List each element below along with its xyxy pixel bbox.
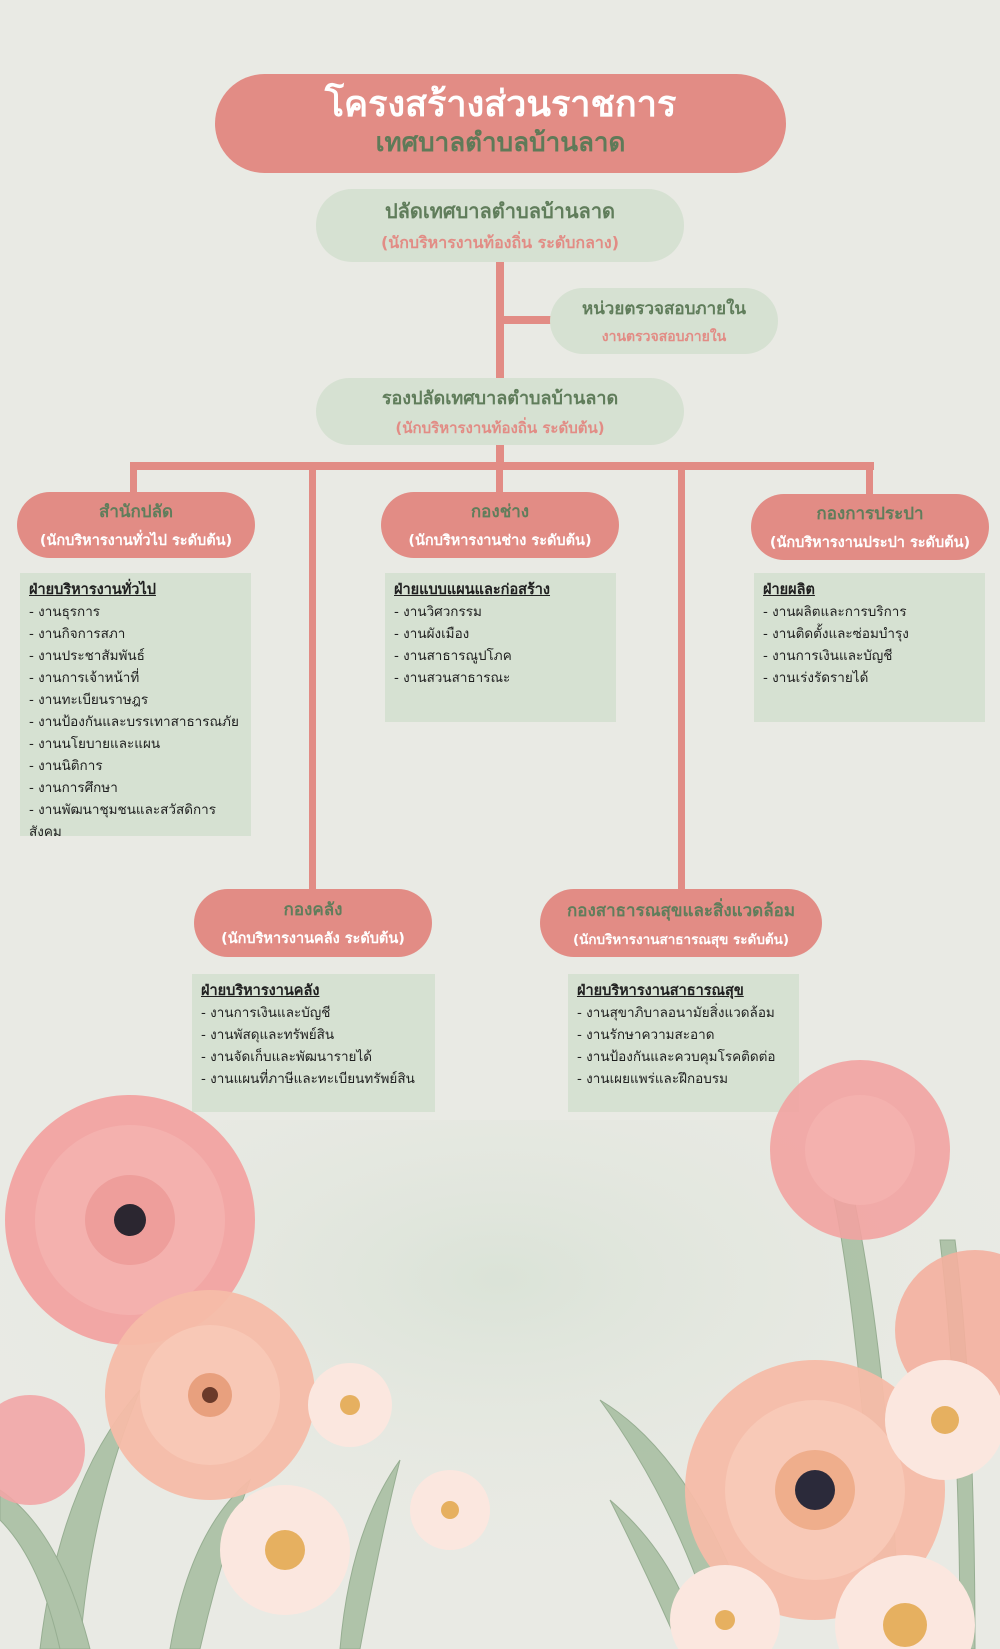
node-engineering: กองช่าง (นักบริหารงานช่าง ระดับต้น) xyxy=(381,492,619,558)
duties-public-health: ฝ่ายบริหารงานสาธารณสุข - งานสุขาภิบาลอนา… xyxy=(568,974,799,1112)
duty-item: - งานสวนสาธารณะ xyxy=(394,670,511,686)
connector-health xyxy=(678,462,685,890)
node-subtitle: (นักบริหารงานท้องถิ่น ระดับต้น) xyxy=(395,419,605,437)
node-title: กองการประปา xyxy=(816,504,924,524)
node-finance: กองคลัง (นักบริหารงานคลัง ระดับต้น) xyxy=(194,889,432,957)
flower-icon xyxy=(885,1360,1000,1480)
section-heading: ฝ่ายบริหารงานคลัง xyxy=(201,983,320,999)
connector-engineering xyxy=(496,462,503,496)
connector-deputy-bus xyxy=(496,444,504,464)
duty-item: - งานวิศวกรรม xyxy=(394,604,482,620)
duty-item: - งานเร่งรัดรายได้ xyxy=(763,670,869,686)
flower-icon xyxy=(685,1360,945,1620)
duty-item: - งานเผยแพร่และฝึกอบรม xyxy=(577,1071,728,1087)
node-title: หน่วยตรวจสอบภายใน xyxy=(581,298,747,319)
duty-item: - งานผังเมือง xyxy=(394,626,470,642)
duties-office-palad: ฝ่ายบริหารงานทั่วไป - งานธุรการ - งานกิจ… xyxy=(20,573,251,840)
duty-item: - งานประชาสัมพันธ์ xyxy=(29,648,145,664)
duties-engineering: ฝ่ายแบบแผนและก่อสร้าง - งานวิศวกรรม - งา… xyxy=(385,573,616,722)
node-subtitle: (นักบริหารงานทั่วไป ระดับต้น) xyxy=(39,533,233,549)
duty-item: - งานนโยบายและแผน xyxy=(29,736,161,752)
duty-item: - งานทะเบียนราษฎร xyxy=(29,692,149,708)
duty-item: - งานป้องกันและควบคุมโรคติดต่อ xyxy=(577,1049,776,1065)
duty-item: - งานจัดเก็บและพัฒนารายได้ xyxy=(201,1049,373,1065)
section-heading: ฝ่ายบริหารงานสาธารณสุข xyxy=(577,983,744,999)
duty-item: - งานการเงินและบัญชี xyxy=(201,1005,331,1021)
node-waterworks: กองการประปา (นักบริหารงานประปา ระดับต้น) xyxy=(751,494,989,560)
node-title: ปลัดเทศบาลตำบลบ้านลาด xyxy=(384,199,616,223)
duty-item: - งานรักษาความสะอาด xyxy=(577,1027,715,1043)
duty-item: - งานติดตั้งและซ่อมบำรุง xyxy=(763,626,909,642)
page-subtitle: เทศบาลตำบลบ้านลาด xyxy=(375,128,626,158)
flower-icon xyxy=(410,1470,490,1550)
connector-office xyxy=(130,462,137,496)
duties-finance: ฝ่ายบริหารงานคลัง - งานการเงินและบัญชี -… xyxy=(192,974,435,1112)
node-audit: หน่วยตรวจสอบภายใน งานตรวจสอบภายใน xyxy=(550,288,778,354)
duty-item: - งานสาธารณูปโภค xyxy=(394,648,512,664)
flower-icon xyxy=(835,1555,975,1649)
duty-item: - งานพัสดุและทรัพย์สิน xyxy=(201,1027,335,1043)
section-heading: ฝ่ายผลิต xyxy=(763,582,815,598)
node-subtitle: (นักบริหารงานสาธารณสุข ระดับต้น) xyxy=(572,931,790,948)
node-title: กองคลัง xyxy=(283,900,343,920)
node-public-health: กองสาธารณสุขและสิ่งแวดล้อม (นักบริหารงาน… xyxy=(540,889,822,957)
node-office-palad: สำนักปลัด (นักบริหารงานทั่วไป ระดับต้น) xyxy=(17,492,255,558)
node-subtitle: งานตรวจสอบภายใน xyxy=(601,328,727,345)
section-heading: ฝ่ายแบบแผนและก่อสร้าง xyxy=(394,582,551,598)
duties-waterworks: ฝ่ายผลิต - งานผลิตและการบริการ - งานติดต… xyxy=(754,573,985,722)
node-subtitle: (นักบริหารงานช่าง ระดับต้น) xyxy=(408,533,592,549)
connector-audit xyxy=(500,316,552,324)
duty-item: - งานป้องกันและบรรเทาสาธารณภัย xyxy=(29,714,239,730)
page-title-banner: โครงสร้างส่วนราชการ เทศบาลตำบลบ้านลาด xyxy=(215,74,786,173)
duty-item: - งานพัฒนาชุมชนและสวัสดิการสังคม xyxy=(29,802,216,840)
flower-icon xyxy=(0,1395,85,1505)
connector-waterworks xyxy=(866,462,873,496)
node-subtitle: (นักบริหารงานประปา ระดับต้น) xyxy=(769,535,971,551)
section-heading: ฝ่ายบริหารงานทั่วไป xyxy=(29,582,156,598)
page-title: โครงสร้างส่วนราชการ xyxy=(324,83,677,125)
duty-item: - งานสุขาภิบาลอนามัยสิ่งแวดล้อม xyxy=(577,1005,775,1021)
duty-item: - งานผลิตและการบริการ xyxy=(763,604,907,620)
duty-item: - งานกิจการสภา xyxy=(29,626,126,642)
flower-icon xyxy=(220,1485,350,1615)
connector-finance xyxy=(309,462,316,890)
node-title: กองสาธารณสุขและสิ่งแวดล้อม xyxy=(566,900,796,921)
duty-item: - งานแผนที่ภาษีและทะเบียนทรัพย์สิน xyxy=(201,1071,415,1087)
node-title: กองช่าง xyxy=(470,502,530,522)
duty-item: - งานนิติการ xyxy=(29,758,103,774)
duty-item: - งานการเจ้าหน้าที่ xyxy=(29,670,140,686)
node-subtitle: (นักบริหารงานคลัง ระดับต้น) xyxy=(221,931,405,947)
node-subtitle: (นักบริหารงานท้องถิ่น ระดับกลาง) xyxy=(380,233,620,252)
node-palad: ปลัดเทศบาลตำบลบ้านลาด (นักบริหารงานท้องถ… xyxy=(316,189,684,262)
flower-icon xyxy=(5,1095,255,1345)
flower-icon xyxy=(670,1565,780,1649)
flower-icon xyxy=(770,1060,950,1240)
flower-icon xyxy=(105,1290,315,1500)
duty-item: - งานการศึกษา xyxy=(29,780,118,796)
node-deputy: รองปลัดเทศบาลตำบลบ้านลาด (นักบริหารงานท้… xyxy=(316,378,684,445)
duty-item: - งานการเงินและบัญชี xyxy=(763,648,893,664)
flower-icon xyxy=(308,1363,392,1447)
node-title: สำนักปลัด xyxy=(98,502,174,522)
decorative-flowers xyxy=(0,1060,1000,1649)
duty-item: - งานธุรการ xyxy=(29,604,101,620)
node-title: รองปลัดเทศบาลตำบลบ้านลาด xyxy=(381,388,619,409)
